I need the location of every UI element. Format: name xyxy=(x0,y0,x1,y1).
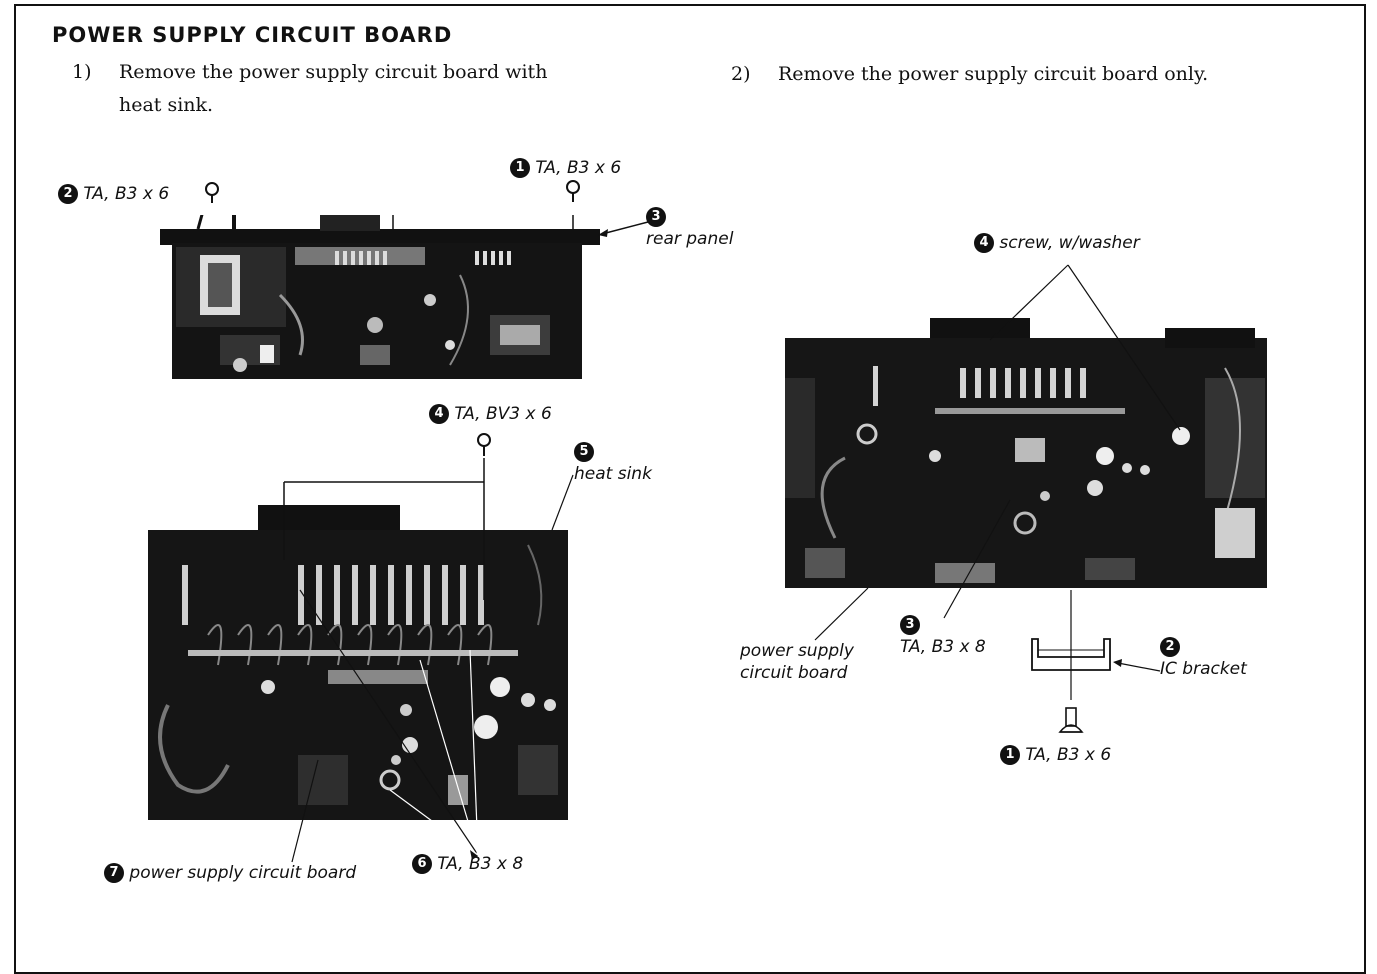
callout-number: 2 xyxy=(1160,637,1180,657)
screw-icon xyxy=(1060,708,1082,732)
callout-label-line-2: circuit board xyxy=(740,663,847,683)
callout-3-screw: 3 TA, B3 x 8 xyxy=(900,614,986,658)
callout-number: 1 xyxy=(1000,745,1020,765)
callout-label: screw, w/washer xyxy=(999,233,1139,253)
callout-number: 3 xyxy=(900,615,920,635)
callout-4-screw-washer: 4 screw, w/washer xyxy=(974,232,1140,254)
callout-label: TA, B3 x 8 xyxy=(900,637,986,657)
callout-2-ic-bracket: 2 IC bracket xyxy=(1160,636,1247,680)
callout-label: TA, B3 x 6 xyxy=(1025,745,1111,765)
callout-power-supply-board: power supply circuit board xyxy=(740,640,854,684)
callout-1-screw: 1 TA, B3 x 6 xyxy=(1000,744,1111,766)
callout-label: IC bracket xyxy=(1160,659,1247,679)
callout-label-line-1: power supply xyxy=(740,641,854,661)
callout-number: 4 xyxy=(974,233,994,253)
